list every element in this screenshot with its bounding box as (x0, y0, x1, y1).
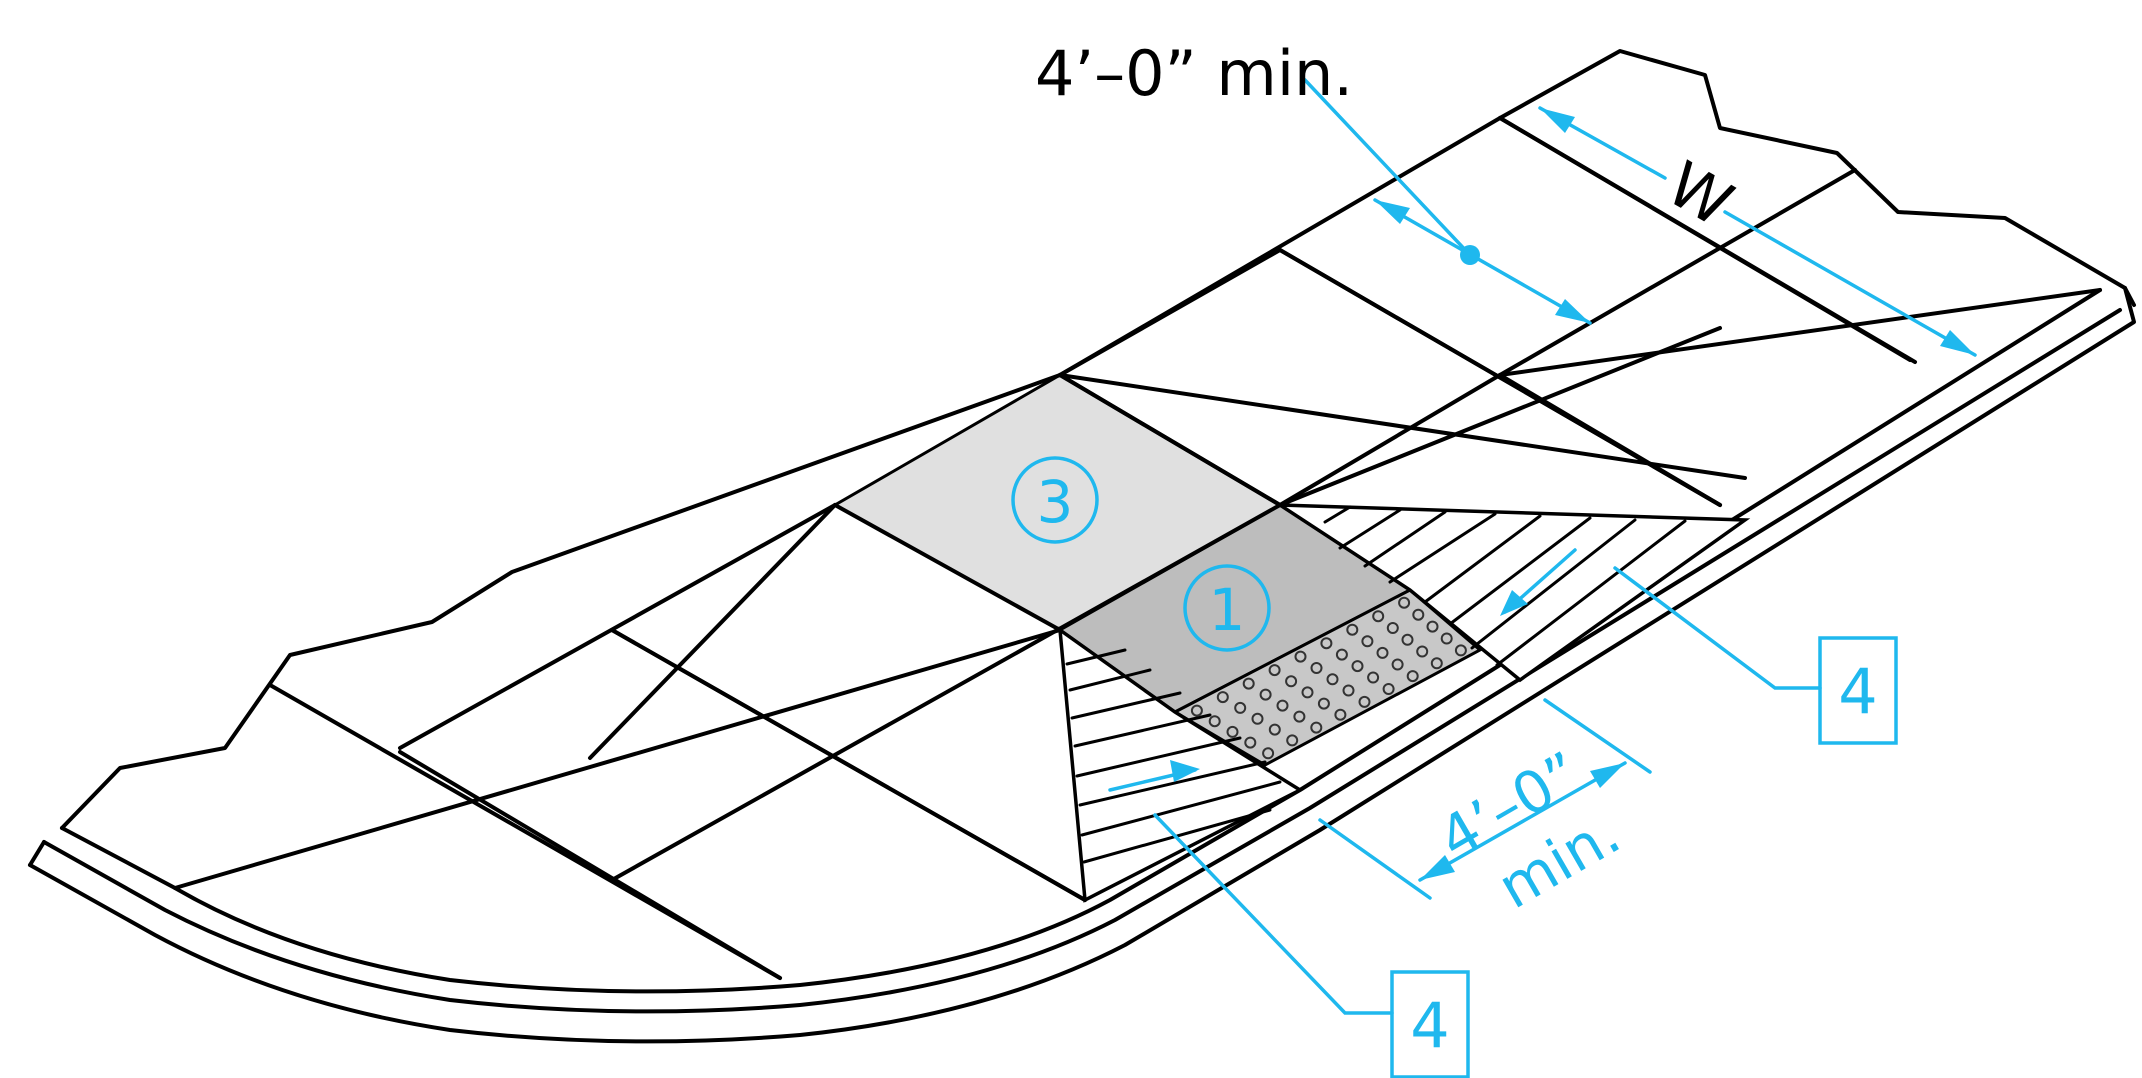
warning-dot (1310, 662, 1323, 674)
warning-dot (1251, 712, 1264, 725)
warning-dot (1310, 721, 1323, 734)
note-box-right: 4 (1613, 566, 1898, 745)
warning-dot (1430, 657, 1443, 670)
warning-dot (1242, 677, 1255, 690)
warning-dot (1386, 622, 1399, 634)
right-flare-hatching (1323, 505, 1687, 667)
warning-dot (1234, 701, 1247, 714)
warning-dot (1406, 670, 1419, 683)
sidewalk-outline (60, 49, 2136, 830)
warning-dot (1326, 673, 1339, 686)
warning-dot (1334, 708, 1347, 721)
warning-dot (1262, 747, 1275, 760)
panel-grid (398, 116, 2102, 980)
warning-dot (1190, 704, 1203, 717)
warning-dot (1244, 736, 1257, 749)
warning-dot (1358, 695, 1371, 708)
warning-dot (1268, 664, 1281, 677)
warning-dot (1268, 723, 1281, 736)
warning-dot (1454, 644, 1467, 657)
warning-dot (1293, 710, 1306, 723)
warning-dot (1398, 596, 1411, 609)
dimension-width (1538, 106, 1977, 357)
warning-dot (1276, 699, 1289, 712)
curb-end-left (28, 840, 46, 867)
svg-text:1: 1 (1209, 576, 1246, 644)
warning-dot (1301, 686, 1314, 699)
warning-dot (1335, 648, 1348, 661)
warning-dot (1382, 683, 1395, 695)
warning-dot (1317, 697, 1330, 710)
dimension-top-label: 4’–0” min. (1035, 37, 1353, 110)
svg-text:3: 3 (1037, 468, 1074, 536)
warning-dot (1391, 658, 1404, 671)
warning-dot (1416, 645, 1429, 658)
dimension-top (1303, 78, 1592, 325)
dimension-ramp (1318, 698, 1652, 900)
warning-dot (1342, 684, 1355, 697)
warning-dot (1285, 675, 1298, 688)
warning-dot (1361, 635, 1374, 648)
warning-dot (1286, 734, 1299, 747)
curb-bottom-edge (28, 286, 2136, 1044)
warning-dot (1208, 715, 1221, 728)
curb-top-edge (60, 288, 2102, 994)
warning-dot (1216, 691, 1229, 704)
slope-arrow-left (1108, 760, 1200, 792)
left-flare-hatching (1065, 648, 1282, 864)
warning-dot (1426, 620, 1439, 633)
warning-dot (1226, 725, 1239, 738)
detectable-warning-dots (1190, 596, 1467, 760)
warning-dot (1376, 646, 1389, 659)
warning-dot (1440, 632, 1453, 645)
slope-arrow-right (1500, 548, 1577, 616)
svg-text:4: 4 (1838, 655, 1877, 728)
note-box-bottom: 4 (1153, 813, 1470, 1078)
warning-dot (1401, 633, 1414, 646)
warning-dot (1412, 608, 1425, 621)
curb-mid-edge (42, 308, 2122, 1014)
warning-dot (1351, 660, 1364, 673)
warning-dot (1346, 623, 1359, 636)
callout-3: 3 (1011, 456, 1099, 544)
warning-dot (1294, 650, 1307, 663)
callout-1: 1 (1183, 564, 1271, 652)
svg-text:4: 4 (1410, 989, 1449, 1062)
warning-dot (1320, 637, 1333, 650)
warning-dot (1372, 610, 1385, 623)
warning-dot (1367, 671, 1380, 684)
warning-dot (1259, 688, 1272, 701)
dimension-width-label: W (1655, 147, 1745, 241)
